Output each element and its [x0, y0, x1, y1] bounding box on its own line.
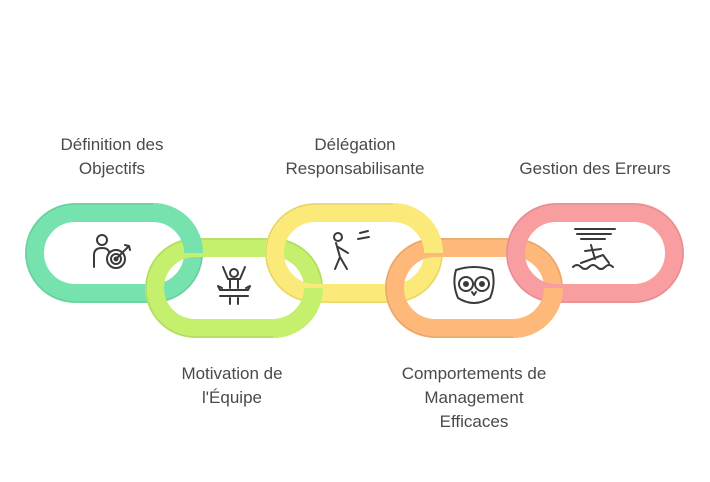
- link-overlap-1: [152, 203, 203, 254]
- label-definition-objectifs: Définition des Objectifs: [60, 135, 164, 178]
- label-comportements-management: Comportements de Management Efficaces: [401, 364, 547, 431]
- label-motivation-equipe: Motivation de l'Équipe: [181, 364, 283, 407]
- label-gestion-erreurs: Gestion des Erreurs: [519, 159, 671, 178]
- sinking-ship-icon: [572, 228, 616, 270]
- label-delegation-responsabilisante: Délégation Responsabilisante: [285, 135, 425, 178]
- person-target-icon: [93, 234, 131, 269]
- link-overlap-2: [272, 287, 323, 338]
- link-overlap-3: [392, 203, 443, 254]
- owl-eyes-icon: [453, 266, 495, 304]
- link-gestion-erreurs: [506, 203, 684, 303]
- falling-person-icon: [333, 230, 370, 270]
- celebrating-person-icon: [217, 266, 251, 305]
- link-ring: [506, 203, 684, 303]
- link-ring-edge: [506, 203, 684, 303]
- link-overlap-4: [512, 287, 563, 338]
